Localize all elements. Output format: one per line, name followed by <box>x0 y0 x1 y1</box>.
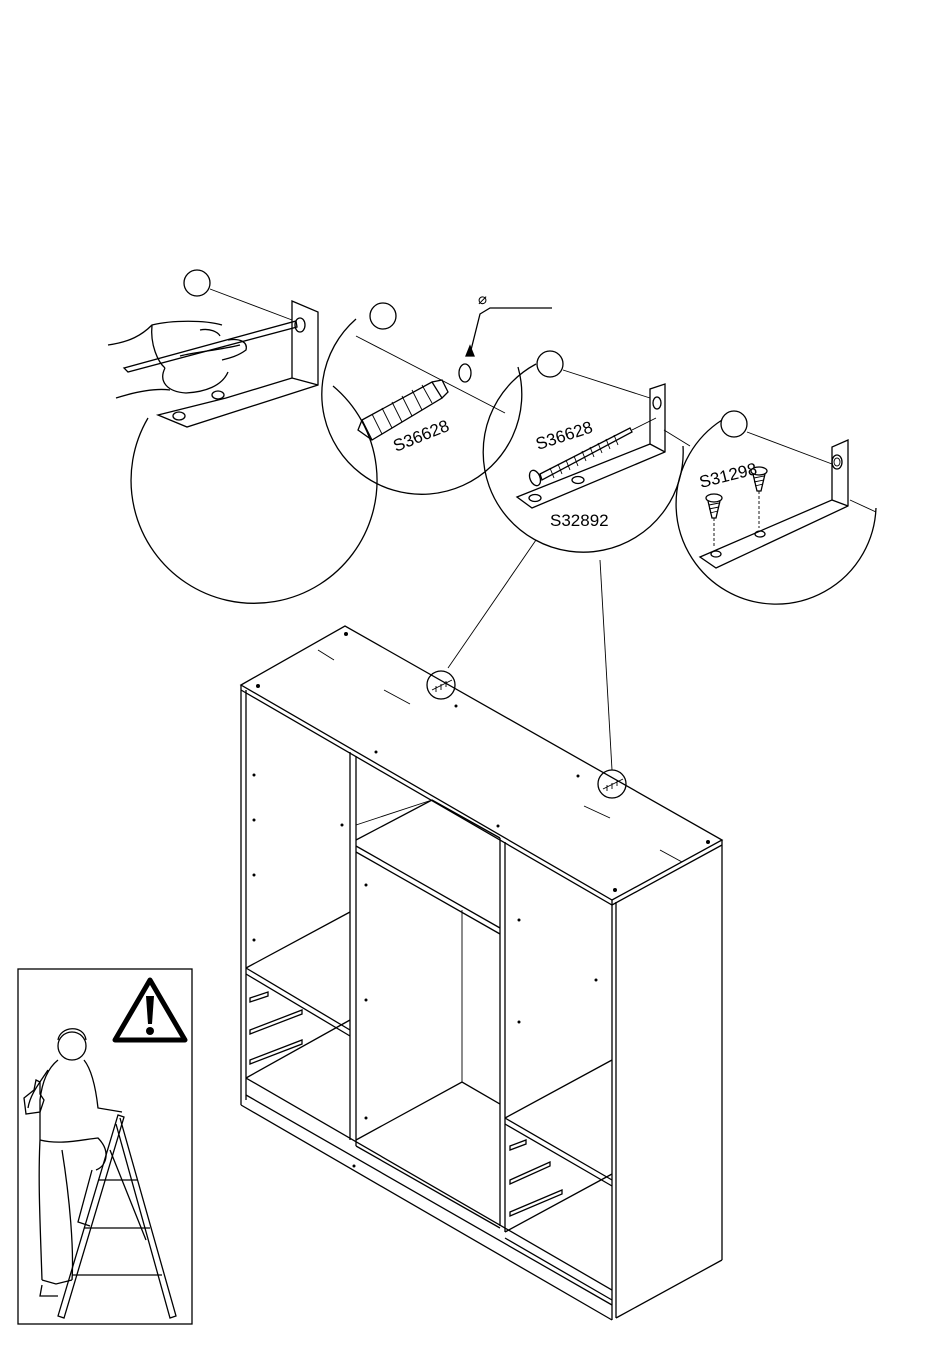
bracket-location-marker <box>427 671 455 699</box>
warning-panel <box>18 969 192 1324</box>
ladder-person-illustration <box>24 1029 176 1318</box>
diameter-symbol: ⌀ <box>478 291 487 308</box>
part-code-screw: S36628 <box>533 418 595 454</box>
step-number-bubble <box>370 303 396 329</box>
pre-drilled-holes <box>253 632 711 1168</box>
wardrobe-cabinet <box>241 626 722 1320</box>
bracket-location-marker <box>598 770 626 798</box>
warning-triangle-icon <box>115 980 185 1040</box>
part-code-bracket: S32892 <box>550 511 609 530</box>
hand-with-pencil <box>108 321 297 398</box>
screw-left <box>706 494 722 548</box>
step-number-bubble <box>184 270 210 296</box>
l-bracket <box>158 301 318 427</box>
leader-line <box>600 560 612 770</box>
step-number-bubble <box>537 351 563 377</box>
part-code-screw: S31298 <box>697 459 758 492</box>
step-circle-mark-wall <box>108 270 377 603</box>
step-circle-bracket-screws: S31298 <box>676 411 876 604</box>
cabinet-top <box>241 626 722 900</box>
dimension-arrows <box>318 650 682 862</box>
step-circle-wall-screw: S36628 S32892 <box>483 351 690 552</box>
drawer-runners <box>250 992 562 1216</box>
step-number-bubble <box>721 411 747 437</box>
step-circle-dowel: ⌀ S36628 <box>322 291 552 494</box>
drill-hole <box>459 364 471 382</box>
l-bracket <box>700 440 848 568</box>
part-code-dowel: S36628 <box>390 416 451 456</box>
leader-line <box>448 540 536 668</box>
